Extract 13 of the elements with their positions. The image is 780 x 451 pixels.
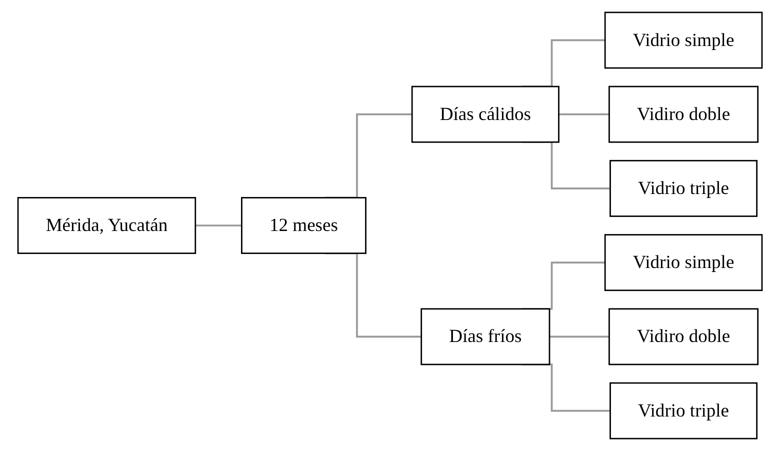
node-box: Mérida, Yucatán [17, 197, 196, 254]
connector [195, 224, 242, 226]
node-box: Días fríos [420, 308, 550, 366]
node-box: Vidrio triple [610, 160, 758, 217]
node-box: Vidiro doble [608, 86, 759, 143]
node-box: Vidiro doble [608, 308, 759, 366]
node-box: Días cálidos [411, 86, 560, 143]
node-box: Vidrio simple [604, 12, 763, 69]
connector [550, 336, 610, 338]
node-box: Vidrio simple [604, 234, 763, 292]
node-box: Vidrio triple [610, 382, 758, 440]
node-box: 12 meses [241, 197, 366, 254]
connector [558, 113, 610, 116]
